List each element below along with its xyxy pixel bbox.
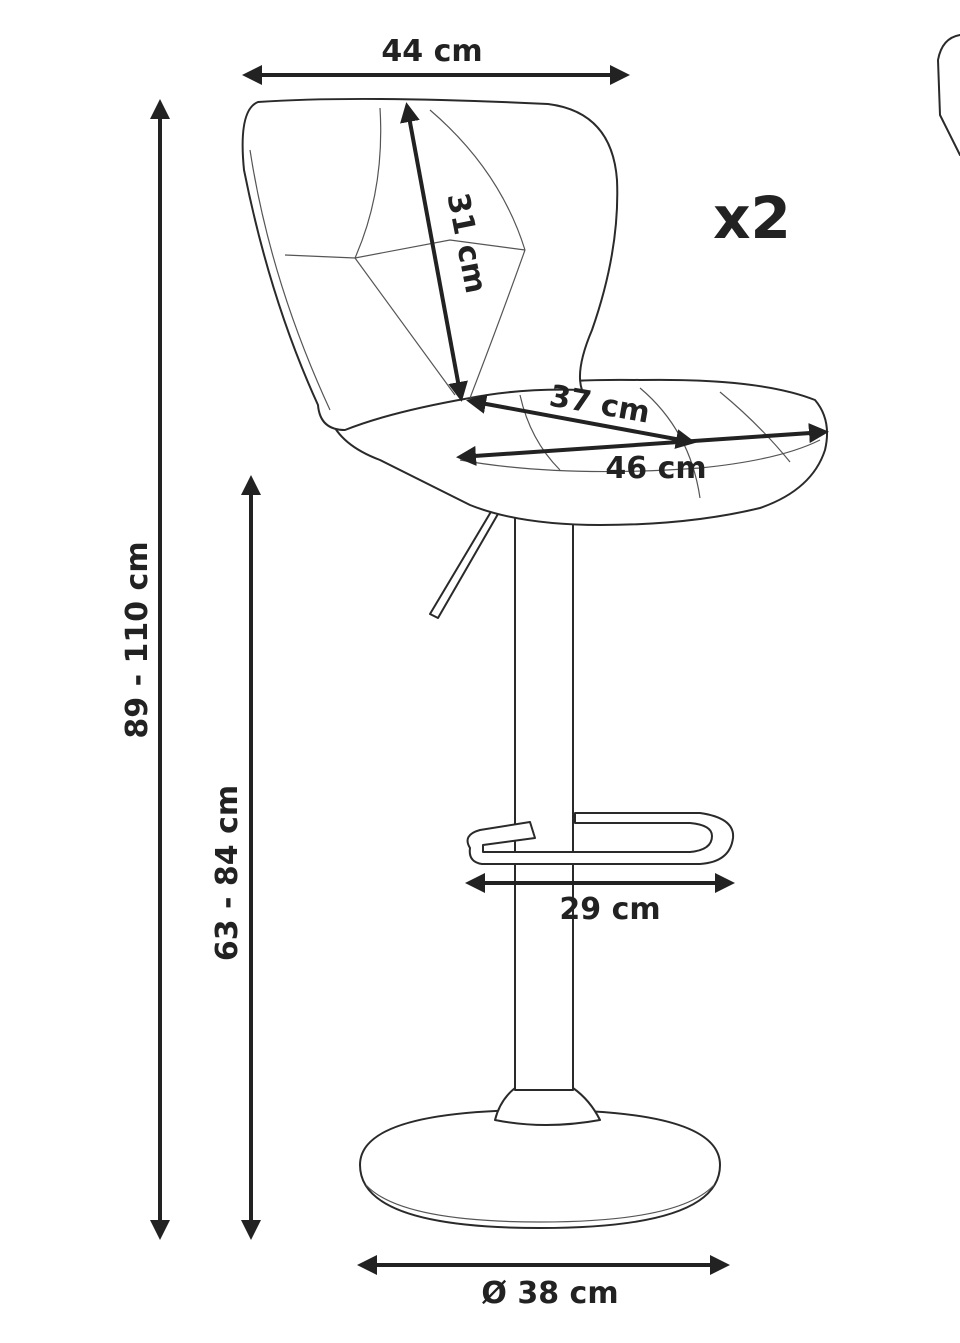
base-plate [359,1109,721,1229]
total-height-label: 89 - 110 cm [120,541,155,738]
backrest-seam-d [354,107,382,259]
backrest-piping [249,149,331,411]
gas-lever [429,504,503,619]
footrest-ring [466,812,735,865]
column [514,494,574,1091]
seat-width-arrow [456,423,829,466]
backrest-seam-c [469,249,526,399]
seat-height-label: 63 - 84 cm [210,785,245,961]
base-plate-rim [365,1184,715,1223]
stool-illustration [241,34,960,1229]
base-collar [494,1087,601,1126]
quantity-label: x2 [713,184,791,252]
back-height-arrow [400,102,468,402]
base-diameter-label: Ø 38 cm [481,1276,618,1311]
footrest-width-label: 29 cm [559,892,660,927]
back-width-label: 44 cm [381,34,482,69]
second-stool-edge [937,34,960,156]
dimension-arrows [150,65,829,1275]
seat-width-label: 46 cm [605,451,706,486]
